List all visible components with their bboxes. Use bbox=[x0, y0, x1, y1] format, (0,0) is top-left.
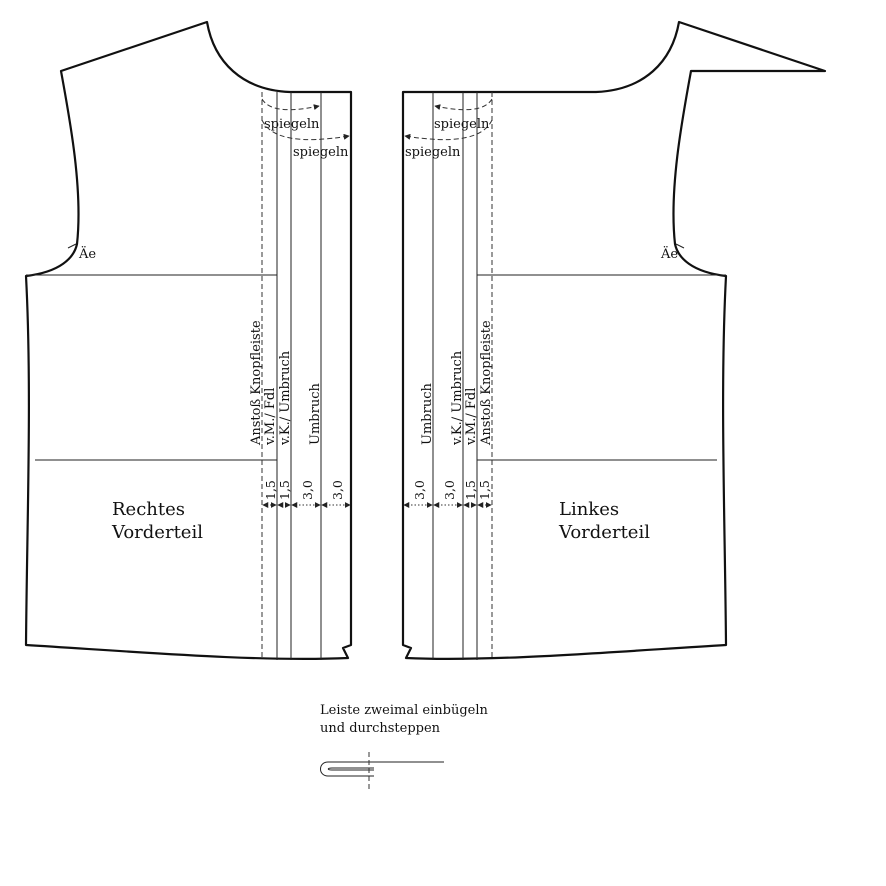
instruction-line1: Leiste zweimal einbügeln bbox=[320, 703, 488, 718]
mirror-arrow-icon bbox=[261, 119, 350, 141]
mirror-label: spiegeln bbox=[264, 117, 320, 132]
dimension-label: 3,0 bbox=[442, 480, 457, 500]
left-front-outline bbox=[401, 20, 827, 661]
piece-name-line2: Vorderteil bbox=[111, 522, 203, 543]
label-umbruch: Umbruch bbox=[420, 383, 435, 445]
label-anstoss: Anstoß Knopfleiste bbox=[479, 320, 494, 446]
mirror-label: spiegeln bbox=[405, 145, 461, 160]
right-front-piece: Äe spiegeln spiegeln Anstoß Knopfleiste … bbox=[24, 20, 353, 661]
mirror-label: spiegeln bbox=[434, 117, 490, 132]
dimension-label: 1,5 bbox=[463, 480, 478, 500]
armhole-notch-label: Äe bbox=[78, 245, 96, 262]
armhole-notch bbox=[67, 243, 77, 249]
right-front-outline bbox=[24, 20, 353, 661]
armhole-notch bbox=[675, 243, 685, 249]
mirror-arrow-icon bbox=[434, 98, 493, 111]
mirror-label: spiegeln bbox=[293, 145, 349, 160]
instruction-block: Leiste zweimal einbügeln und durchsteppe… bbox=[320, 703, 488, 790]
piece-name-line2: Vorderteil bbox=[558, 522, 650, 543]
instruction-line2: und durchsteppen bbox=[320, 721, 441, 736]
label-anstoss: Anstoß Knopfleiste bbox=[249, 320, 264, 446]
label-vk: v.K./ Umbruch bbox=[450, 350, 465, 446]
label-vk: v.K./ Umbruch bbox=[278, 350, 293, 446]
label-umbruch: Umbruch bbox=[308, 383, 323, 445]
dimension-label: 3,0 bbox=[412, 480, 427, 500]
dimension-label: 1,5 bbox=[263, 480, 278, 500]
mirror-arrow-icon bbox=[404, 119, 493, 141]
label-vm: v.M./ Fdl bbox=[263, 388, 278, 446]
left-front-piece: Äe spiegeln spiegeln Umbruch v.K./ Umbru… bbox=[401, 20, 827, 661]
armhole-notch-label: Äe bbox=[660, 245, 678, 262]
fold-detail-icon bbox=[320, 752, 444, 790]
piece-name-line1: Linkes bbox=[559, 499, 619, 520]
piece-name-line1: Rechtes bbox=[112, 499, 185, 520]
dimension-label: 1,5 bbox=[277, 480, 292, 500]
dimension-label: 3,0 bbox=[330, 480, 345, 500]
dimension-label: 3,0 bbox=[300, 480, 315, 500]
label-vm: v.M./ Fdl bbox=[464, 388, 479, 446]
dimension-label: 1,5 bbox=[477, 480, 492, 500]
mirror-arrow-icon bbox=[261, 98, 320, 111]
